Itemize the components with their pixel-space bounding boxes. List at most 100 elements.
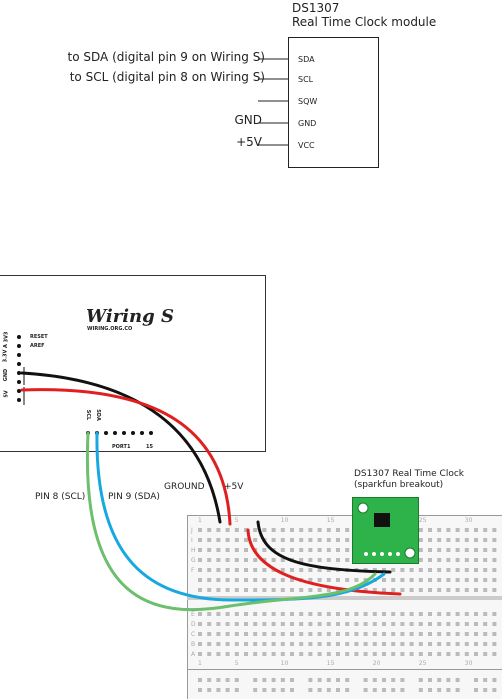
breadboard-hole (198, 632, 202, 636)
breadboard-hole (308, 652, 313, 656)
breadboard-hole (280, 538, 285, 542)
breadboard-hole (253, 612, 258, 616)
breadboard-hole (483, 652, 488, 656)
breadboard-hole (400, 652, 405, 656)
breadboard-hole (372, 632, 377, 636)
breadboard-hole (317, 652, 322, 656)
breadboard-hole (446, 622, 451, 626)
breadboard-hole (492, 642, 497, 646)
breadboard-hole (290, 612, 294, 616)
breadboard-hole (336, 622, 340, 626)
breadboard-hole (437, 558, 442, 562)
breadboard-hole (198, 548, 202, 552)
rtc-title-line2: (sparkfun breakout) (354, 480, 444, 490)
breadboard-hole (446, 642, 451, 646)
breadboard-hole (492, 622, 497, 626)
pin-label-scl: SCL (298, 75, 314, 84)
breadboard-hole (234, 558, 239, 562)
breadboard-hole (317, 578, 322, 582)
breadboard-hole (363, 652, 368, 656)
breadboard-hole (326, 688, 331, 692)
breadboard-hole (446, 558, 451, 562)
breadboard-hole (280, 632, 285, 636)
breadboard-hole (225, 612, 230, 616)
breadboard-hole (428, 688, 432, 692)
breadboard-hole (234, 528, 239, 532)
breadboard-hole (455, 528, 460, 532)
ground-wire-label: GROUND (164, 482, 205, 492)
breadboard-hole (225, 642, 230, 646)
breadboard-hole (455, 548, 460, 552)
blue-sda-wire (95, 431, 386, 602)
breadboard-hole (244, 588, 248, 592)
breadboard-hole (418, 632, 423, 636)
breadboard-hole (207, 678, 212, 682)
breadboard-hole (345, 528, 350, 532)
breadboard-hole (271, 558, 276, 562)
breadboard-hole (382, 578, 386, 582)
breadboard-hole (317, 622, 322, 626)
breadboard-hole (483, 568, 488, 572)
breadboard-hole (262, 652, 267, 656)
breadboard-hole (464, 528, 469, 532)
green-scl-wire (85, 431, 377, 612)
breadboard-hole (400, 688, 405, 692)
breadboard-hole (437, 538, 442, 542)
breadboard-row-letter: I (191, 537, 193, 544)
breadboard-hole (437, 678, 442, 682)
breadboard-hole (326, 538, 331, 542)
breadboard-hole (253, 558, 258, 562)
breadboard-hole (363, 588, 368, 592)
breadboard-hole (317, 568, 322, 572)
breadboard-hole (308, 612, 313, 616)
breadboard-hole (262, 632, 267, 636)
breadboard-hole (437, 568, 442, 572)
breadboard-hole (483, 632, 488, 636)
breadboard-hole (446, 568, 451, 572)
breadboard-hole (400, 622, 405, 626)
breadboard-hole (216, 688, 221, 692)
breadboard-hole (474, 588, 478, 592)
breadboard-hole (244, 632, 248, 636)
breadboard-hole (299, 632, 304, 636)
breadboard-hole (336, 678, 340, 682)
breadboard-hole (280, 558, 285, 562)
breadboard-hole (280, 642, 285, 646)
breadboard-col-number: 15 (327, 660, 335, 667)
breadboard-hole (382, 632, 386, 636)
breadboard-hole (262, 678, 267, 682)
breadboard-hole (336, 558, 340, 562)
breadboard-hole (363, 622, 368, 626)
breadboard-hole (428, 642, 432, 646)
breadboard-hole (271, 588, 276, 592)
breadboard-hole (418, 528, 423, 532)
breadboard-hole (382, 588, 386, 592)
breadboard-hole (271, 652, 276, 656)
breadboard-hole (354, 652, 359, 656)
breadboard-hole (336, 642, 340, 646)
breadboard-hole (372, 622, 377, 626)
breadboard-row-letter: J (190, 527, 193, 534)
breadboard-hole (418, 558, 423, 562)
breadboard-hole (308, 688, 313, 692)
breadboard-hole (198, 538, 202, 542)
breadboard-hole (437, 578, 442, 582)
breadboard-hole (418, 642, 423, 646)
breadboard-hole (198, 652, 202, 656)
breadboard-hole (464, 612, 469, 616)
board-logo: Wiring S (86, 306, 174, 327)
plus5v-wire-label: +5V (224, 482, 244, 492)
breadboard-hole (280, 622, 285, 626)
breadboard-col-number: 20 (373, 660, 381, 667)
breadboard-hole (446, 578, 451, 582)
breadboard-hole (418, 588, 423, 592)
breadboard-hole (262, 578, 267, 582)
breadboard-hole (391, 688, 396, 692)
breadboard-row-letter: G (191, 557, 196, 564)
breadboard-hole (474, 528, 478, 532)
schematic-title-line2: Real Time Clock module (292, 15, 437, 29)
breadboard-hole (299, 612, 304, 616)
breadboard-hole (382, 612, 386, 616)
breadboard-hole (198, 642, 202, 646)
breadboard-hole (428, 548, 432, 552)
